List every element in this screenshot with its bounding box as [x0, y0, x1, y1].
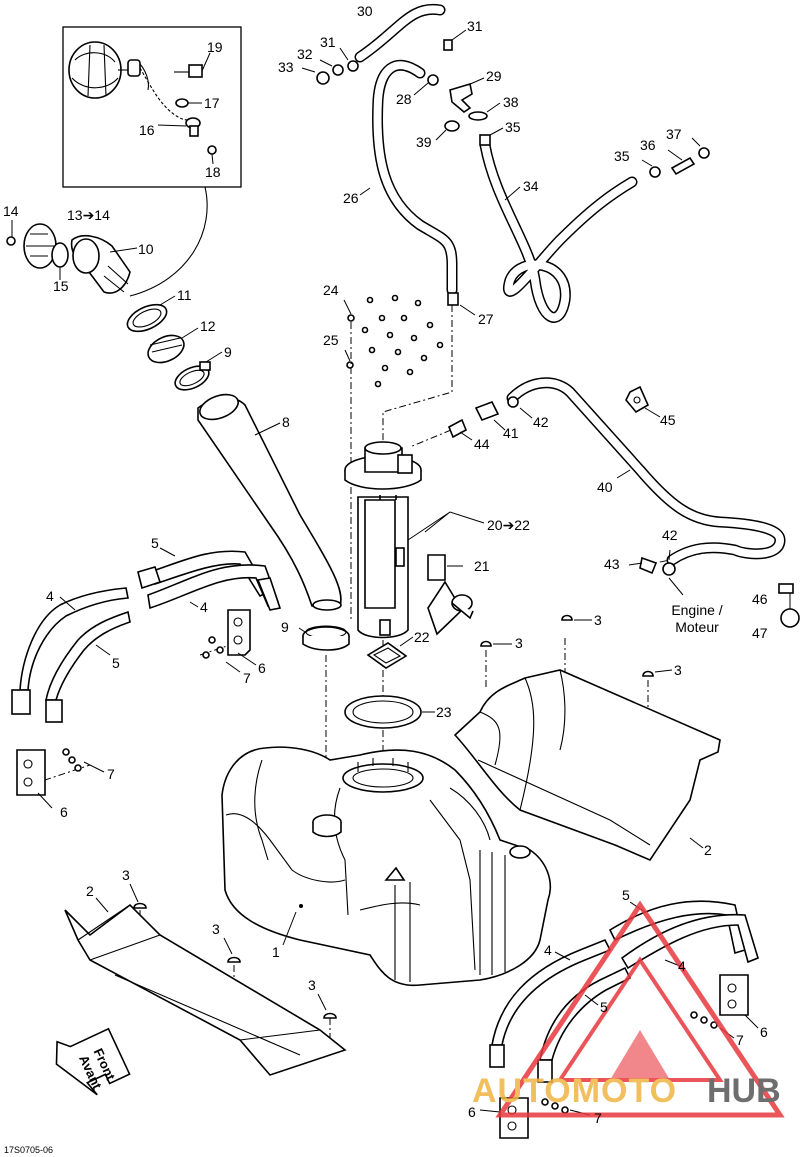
automotohub-watermark: AUTOMOTO HUB: [472, 900, 785, 1118]
label-8: 8: [282, 414, 290, 430]
engine-note-line2: Moteur: [675, 619, 719, 635]
label-41: 41: [503, 425, 519, 441]
vent-hoses: [354, 3, 638, 323]
label-25: 25: [323, 332, 339, 348]
label-29: 29: [486, 68, 502, 84]
label-3: 3: [594, 612, 602, 628]
label-38: 38: [503, 94, 519, 110]
label-4: 4: [678, 958, 686, 974]
label-23: 23: [436, 704, 452, 720]
label-39: 39: [416, 134, 432, 150]
label-17: 17: [204, 95, 220, 111]
label-11: 11: [177, 287, 192, 303]
label-30: 30: [357, 3, 373, 19]
inset-cap-parts: [62, 26, 242, 297]
label-3: 3: [515, 635, 523, 651]
label-37: 37: [666, 126, 682, 142]
label-10: 10: [138, 241, 154, 257]
label-21: 21: [474, 558, 490, 574]
label-43: 43: [604, 556, 620, 572]
filler-hose: [197, 393, 342, 611]
label-13-14: 13➔14: [67, 207, 110, 223]
label-18: 18: [205, 164, 221, 180]
engine-fuel-line: [447, 377, 786, 596]
heat-shield-right: [453, 614, 721, 861]
label-31: 31: [467, 18, 483, 34]
label-16: 16: [139, 122, 155, 138]
fuel-pump-module: [344, 441, 485, 669]
label-15: 15: [53, 278, 69, 294]
vent-fittings: [301, 29, 710, 316]
filler-cap-assembly: [6, 220, 138, 294]
label-3: 3: [122, 867, 130, 883]
watermark-hub-text: HUB: [707, 1072, 781, 1110]
front-direction-arrow: [55, 1027, 131, 1096]
label-6: 6: [258, 660, 266, 676]
label-14: 14: [3, 203, 19, 219]
label-3: 3: [308, 977, 316, 993]
tank-straps-left: [11, 547, 282, 809]
fuel-tank: [221, 746, 552, 987]
label-26: 26: [343, 190, 359, 206]
label-5: 5: [600, 999, 608, 1015]
label-6: 6: [760, 1024, 768, 1040]
label-22: 22: [414, 629, 430, 645]
fuel-pump-gasket: [344, 695, 435, 729]
label-5: 5: [151, 535, 159, 551]
flange-screws: [343, 294, 444, 388]
label-1: 1: [272, 944, 280, 960]
label-9: 9: [224, 344, 232, 360]
label-7: 7: [594, 1110, 602, 1126]
watermark-triangle-outer: [495, 900, 785, 1118]
label-35: 35: [614, 148, 630, 164]
label-32: 32: [297, 46, 313, 62]
label-27: 27: [478, 311, 494, 327]
label-19: 19: [207, 39, 223, 55]
watermark-auto-text: AUTOMOTO: [472, 1072, 677, 1110]
label-12: 12: [200, 318, 216, 334]
label-36: 36: [640, 137, 656, 153]
label-47: 47: [752, 625, 768, 641]
label-6: 6: [60, 804, 68, 820]
engine-note-line1: Engine /: [671, 602, 722, 618]
label-31: 31: [320, 34, 336, 50]
label-40: 40: [597, 479, 613, 495]
label-2-left: 2: [86, 883, 94, 899]
label-45: 45: [660, 412, 676, 428]
label-2-right: 2: [704, 842, 712, 858]
label-9: 9: [281, 619, 289, 635]
label-44: 44: [474, 436, 490, 452]
label-6: 6: [468, 1104, 476, 1120]
label-4: 4: [46, 588, 54, 604]
label-46: 46: [752, 591, 768, 607]
reference-code: 17S0705-06: [4, 1145, 53, 1155]
neck-clamps: [126, 295, 223, 391]
label-42: 42: [533, 414, 549, 430]
label-33: 33: [278, 59, 294, 75]
label-20-22: 20➔22: [487, 517, 530, 533]
label-42: 42: [662, 527, 678, 543]
label-7: 7: [107, 766, 115, 782]
label-4: 4: [544, 942, 552, 958]
label-7: 7: [243, 670, 251, 686]
label-24: 24: [323, 282, 339, 298]
engine-note: Engine / Moteur: [671, 602, 722, 635]
label-35: 35: [505, 119, 521, 135]
callout-labels: 1 2 2 3 3 3 3 3 3 4 4 4 4 5 5 5 5 6 6 6 …: [3, 3, 768, 1126]
misc-small-parts: [625, 385, 800, 628]
label-5: 5: [112, 655, 120, 671]
label-7: 7: [736, 1032, 744, 1048]
heat-shield-left: [64, 883, 347, 1076]
label-3: 3: [212, 921, 220, 937]
label-28: 28: [396, 91, 412, 107]
label-34: 34: [523, 178, 539, 194]
lower-clamp: [298, 625, 350, 651]
label-5: 5: [622, 887, 630, 903]
label-3: 3: [674, 662, 682, 678]
label-4: 4: [200, 599, 208, 615]
